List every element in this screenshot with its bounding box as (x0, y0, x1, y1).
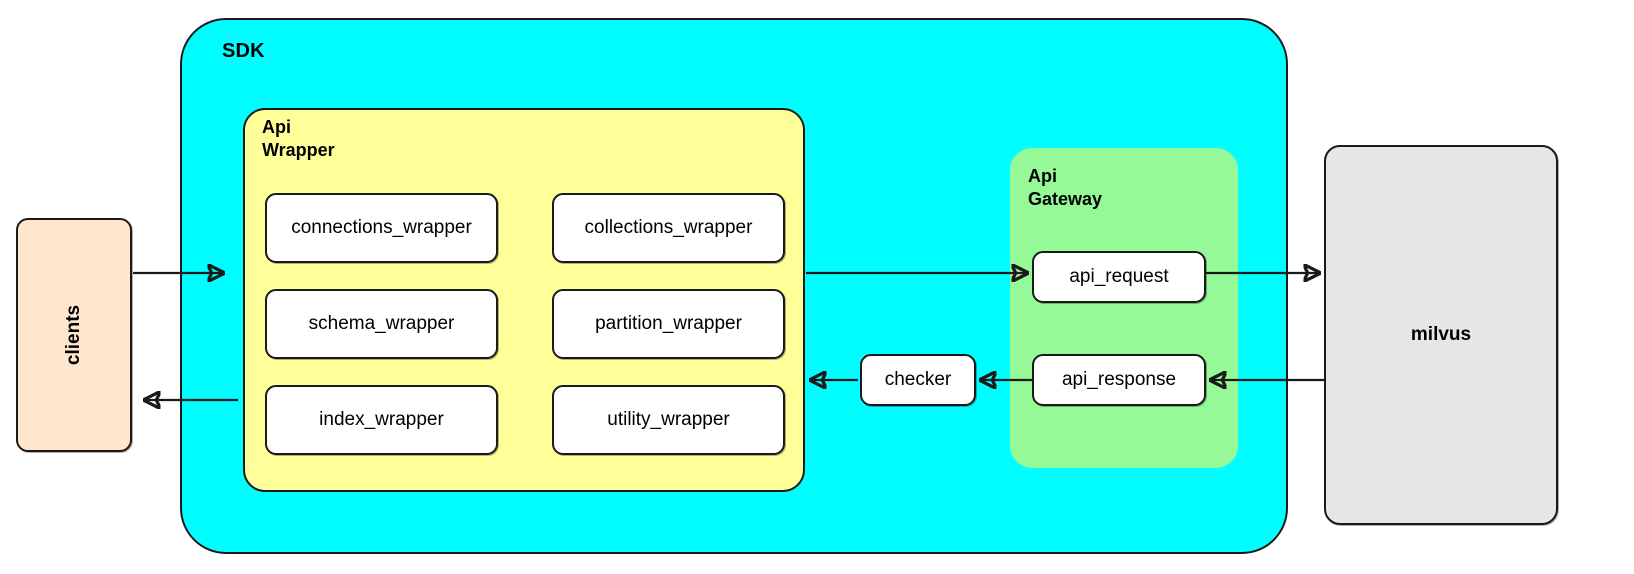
module-api-request[interactable]: api_request (1032, 251, 1206, 303)
module-utility-wrapper[interactable]: utility_wrapper (552, 385, 785, 455)
clients-label: clients (62, 304, 84, 366)
module-schema-wrapper-label: schema_wrapper (308, 313, 455, 334)
module-utility-wrapper-label: utility_wrapper (607, 409, 730, 430)
api-wrapper-label: Api Wrapper (262, 116, 402, 162)
module-connections-wrapper-label: connections_wrapper (291, 217, 472, 238)
module-partition-wrapper-label: partition_wrapper (595, 313, 742, 334)
milvus-node[interactable]: milvus (1324, 145, 1558, 525)
api-gateway-label-line2: Gateway (1028, 189, 1103, 210)
milvus-label: milvus (1410, 324, 1472, 345)
module-partition-wrapper[interactable]: partition_wrapper (552, 289, 785, 359)
module-collections-wrapper[interactable]: collections_wrapper (552, 193, 785, 263)
api-wrapper-label-line1: Api (262, 117, 291, 137)
api-gateway-container (1010, 148, 1238, 468)
checker-label: checker (884, 369, 952, 390)
module-index-wrapper[interactable]: index_wrapper (265, 385, 498, 455)
sdk-label: SDK (222, 40, 265, 62)
api-wrapper-label-line2: Wrapper (262, 140, 335, 161)
module-collections-wrapper-label: collections_wrapper (584, 217, 753, 238)
checker-node[interactable]: checker (860, 354, 976, 406)
module-connections-wrapper[interactable]: connections_wrapper (265, 193, 498, 263)
clients-node[interactable]: clients (16, 218, 132, 452)
api-gateway-label-line1: Api (1028, 166, 1057, 186)
api-gateway-label: Api Gateway (1028, 165, 1148, 211)
module-index-wrapper-label: index_wrapper (319, 409, 444, 430)
module-schema-wrapper[interactable]: schema_wrapper (265, 289, 498, 359)
module-api-response[interactable]: api_response (1032, 354, 1206, 406)
module-api-request-label: api_request (1069, 266, 1169, 287)
module-api-response-label: api_response (1061, 369, 1177, 390)
